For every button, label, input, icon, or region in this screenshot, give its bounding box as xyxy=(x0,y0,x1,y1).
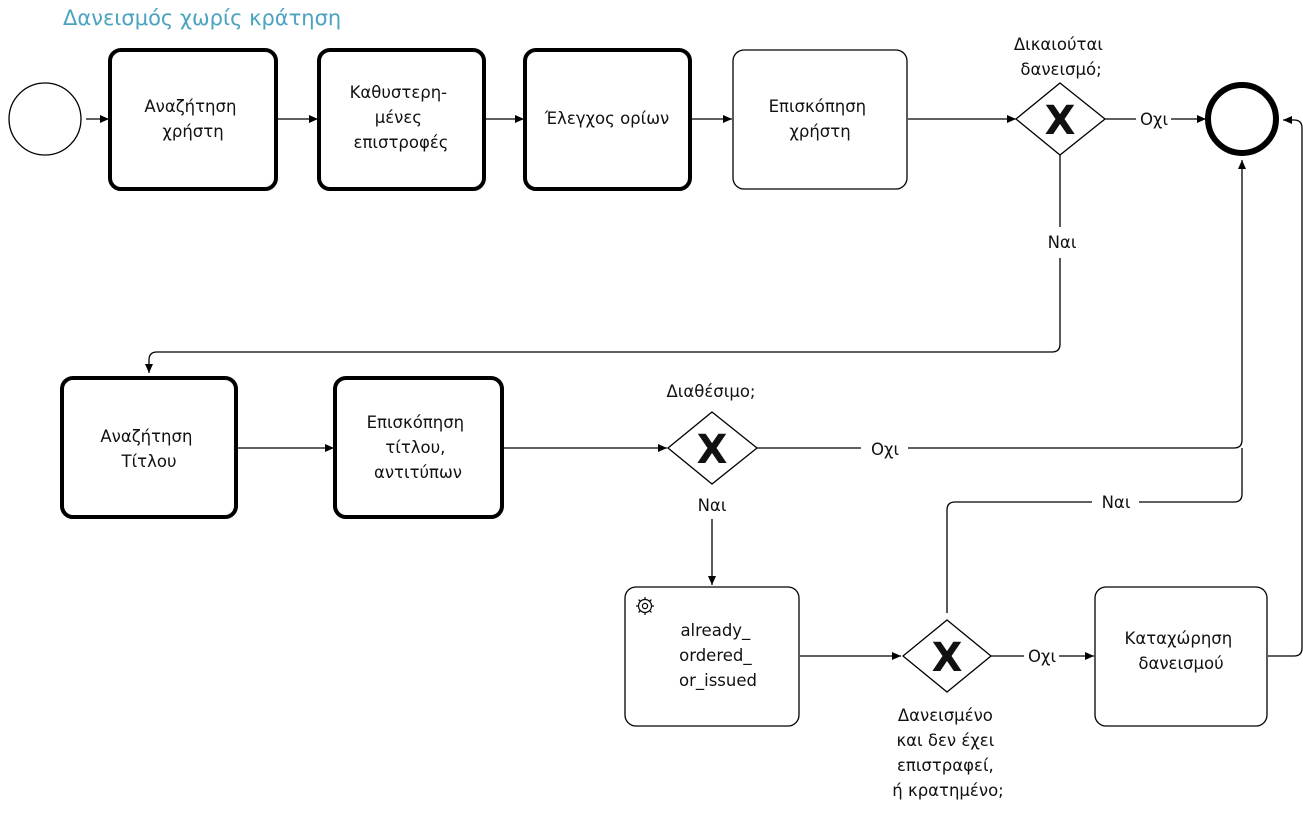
task-limits-check: Έλεγχος ορίων xyxy=(523,48,692,191)
gateway-eligible-marker: X xyxy=(1045,98,1076,144)
diagram-title: Δανεισμός χωρίς κράτηση xyxy=(63,6,342,30)
gateway-available-marker: X xyxy=(697,427,728,473)
task-user-review: Επισκόπηση χρήστη xyxy=(732,49,908,190)
gateway-loaned-marker: X xyxy=(932,635,963,681)
svg-text:Δανεισμένο και δεν έχει: Δανεισμένο και δεν έχει επιστραφεί, ή κρ… xyxy=(892,706,1003,800)
flow-register-to-end xyxy=(1268,116,1303,657)
svg-text:Επισκόπηση τίτλου,: Επισκόπηση τίτλου, αντιτύπων xyxy=(367,413,470,482)
task-title-review: Επισκόπηση τίτλου, αντιτύπων xyxy=(333,376,504,519)
svg-text:Επισκόπηση χρήστη: Επισκόπηση χρήστη xyxy=(769,97,872,141)
gateway-available: X Διαθέσιμο; xyxy=(667,382,759,485)
gateway-loaned: X Δανεισμένο και δεν έχει επιστραφεί, ή … xyxy=(892,619,1004,800)
svg-text:Δικαιούται δανεισμό;: Δικαιούται δανεισμό; xyxy=(1014,35,1108,79)
sequence-flows xyxy=(86,115,1303,660)
svg-text:Αναζήτηση Τίτλου: Αναζήτηση Τίτλου xyxy=(100,427,197,471)
svg-text:already_ ordered_: already_ ordered_ or_issued xyxy=(679,621,757,691)
svg-text:Έλεγχος ορίων: Έλεγχος ορίων xyxy=(544,109,670,128)
gear-icon xyxy=(636,597,654,615)
flow-eligible-yes-2 xyxy=(145,258,1061,373)
task-late-returns: Καθυστερη- μένες επιστροφές xyxy=(317,48,486,191)
start-event xyxy=(8,82,82,156)
end-event xyxy=(1205,82,1279,156)
task-already-ordered-or-issued: already_ ordered_ or_issued xyxy=(624,586,800,727)
svg-text:Καταχώρηση δανεισμού: Καταχώρηση δανεισμού xyxy=(1125,629,1238,673)
task-search-title: Αναζήτηση Τίτλου xyxy=(60,376,238,519)
task-register-loan: Καταχώρηση δανεισμού xyxy=(1094,586,1268,727)
label-loaned-no: Οχι xyxy=(1028,647,1057,666)
svg-text:Αναζήτηση χρήστη: Αναζήτηση χρήστη xyxy=(144,97,241,141)
flow-loaned-yes-1 xyxy=(946,501,1092,613)
label-eligible-yes: Ναι xyxy=(1048,233,1077,252)
label-available-yes: Ναι xyxy=(698,496,727,515)
label-loaned-yes: Ναι xyxy=(1102,493,1131,512)
svg-text:Καθυστερη- μένες ε: Καθυστερη- μένες επιστροφές xyxy=(350,83,453,152)
gateway-eligible: X Δικαιούται δανεισμό; xyxy=(1014,35,1108,156)
task-search-user: Αναζήτηση χρήστη xyxy=(108,48,278,191)
flow-available-no-2 xyxy=(908,160,1246,449)
flow-loaned-yes-2 xyxy=(1139,448,1243,503)
label-eligible-no: Οχι xyxy=(1140,110,1169,129)
label-available-no: Οχι xyxy=(871,440,900,459)
svg-text:Διαθέσιμο;: Διαθέσιμο; xyxy=(667,382,756,401)
